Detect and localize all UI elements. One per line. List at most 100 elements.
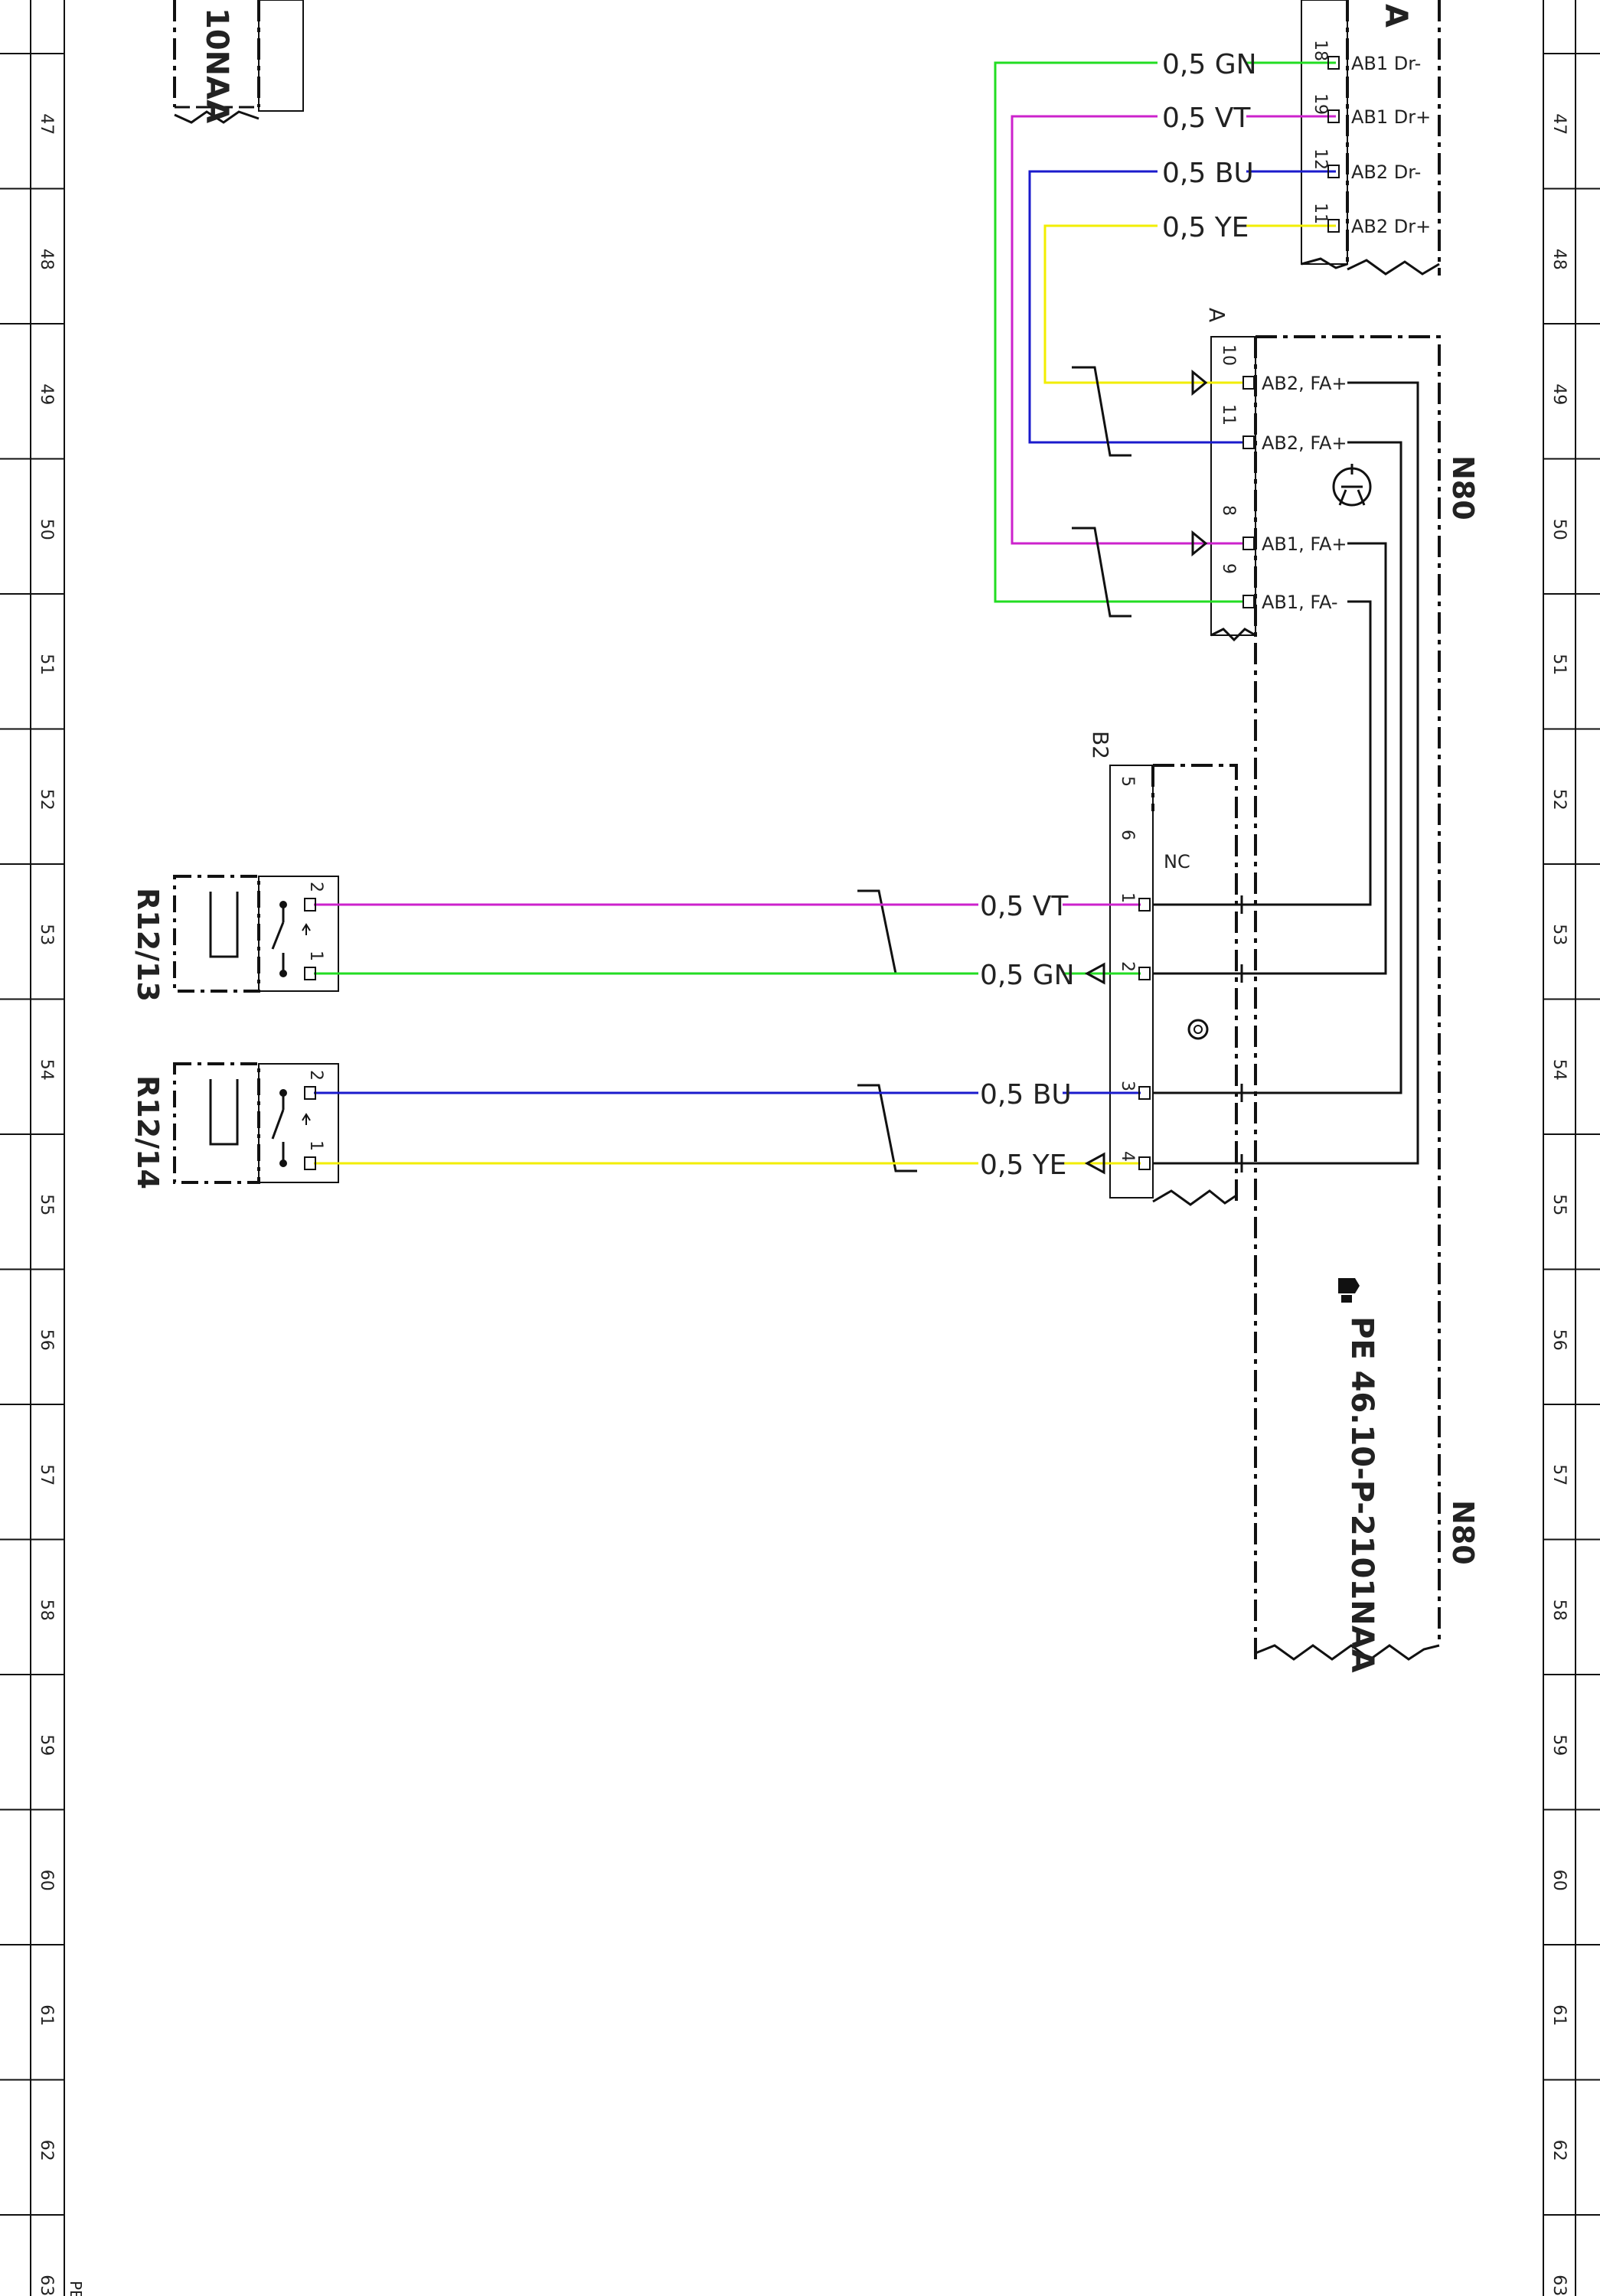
footer-text: PE 91 bbox=[67, 2281, 85, 2296]
connector-pin-number: 11 bbox=[1311, 203, 1330, 224]
wire-label: 0,5 YE bbox=[980, 1150, 1066, 1181]
pin-terminal bbox=[1327, 219, 1340, 233]
page-frame bbox=[30, 0, 1576, 2296]
ruler-number-left: 60 bbox=[37, 1870, 56, 1891]
top-wires bbox=[994, 61, 1336, 603]
signal-label: AB1, FA+ bbox=[1262, 533, 1347, 555]
ruler-number-left: 55 bbox=[37, 1194, 56, 1215]
pin-terminal bbox=[1138, 898, 1151, 912]
b2-arrows bbox=[1084, 962, 1105, 1175]
pin-terminal bbox=[1327, 56, 1340, 70]
pin-terminal bbox=[1327, 109, 1340, 123]
wire-label: 0,5 VT bbox=[980, 891, 1069, 922]
pin-terminal bbox=[1138, 1086, 1151, 1100]
pin-terminal bbox=[1242, 435, 1255, 449]
connector-a: A bbox=[1204, 308, 1256, 642]
ruler-number-left: 56 bbox=[37, 1329, 56, 1351]
switch-pin-number: 2 bbox=[306, 882, 325, 892]
switch-r12-14: R12/14 bbox=[131, 1062, 339, 1189]
connector-pin-number: 12 bbox=[1311, 148, 1330, 170]
ruler-number-right: 60 bbox=[1549, 1870, 1569, 1891]
connector-pin-number: 19 bbox=[1311, 93, 1330, 115]
reference-text: PE 46.10-P-2101NAA bbox=[1344, 1316, 1380, 1673]
connector-pin-number: 3 bbox=[1118, 1081, 1137, 1091]
wire-ye-top-b bbox=[1043, 224, 1244, 384]
connector-a-top-label: A bbox=[1378, 4, 1413, 28]
ruler-number-left: 49 bbox=[37, 383, 56, 405]
ruler-number-right: 62 bbox=[1549, 2140, 1569, 2161]
wire-gn-top-b bbox=[994, 61, 1244, 603]
ruler-number-left: 48 bbox=[37, 249, 56, 270]
ruler-number-right: 57 bbox=[1549, 1464, 1569, 1486]
connector-a-label: A bbox=[1204, 308, 1229, 322]
signal-label: AB1 Dr- bbox=[1351, 53, 1421, 74]
ruler-number-left: 58 bbox=[37, 1600, 56, 1621]
ruler-number-left: 57 bbox=[37, 1464, 56, 1486]
ruler-number-right: 61 bbox=[1549, 2004, 1569, 2026]
switch-pin-number: 2 bbox=[306, 1070, 325, 1081]
connector-a-arrows bbox=[1191, 369, 1208, 557]
wire-vt-top-b bbox=[1011, 115, 1244, 545]
ruler-number-right: 50 bbox=[1549, 519, 1569, 540]
nc-label: NC bbox=[1164, 851, 1190, 872]
signal-label: AB2 Dr- bbox=[1351, 161, 1421, 183]
ruler-ticks bbox=[0, 53, 1600, 2216]
pin-terminal bbox=[304, 1156, 316, 1170]
top-right-connector: A bbox=[1301, 0, 1441, 276]
connector-pin-number: 18 bbox=[1311, 40, 1330, 61]
ruler-number-left: 54 bbox=[37, 1059, 56, 1081]
wire-label: 0,5 GN bbox=[980, 960, 1075, 991]
ruler-number-right: 51 bbox=[1549, 654, 1569, 675]
wire-label: 0,5 BU bbox=[980, 1079, 1072, 1110]
partial-label-top-left: 10NAA bbox=[199, 8, 234, 123]
ruler-number-right: 58 bbox=[1549, 1600, 1569, 1621]
pin-terminal bbox=[304, 1086, 316, 1100]
connector-pin-number: 9 bbox=[1219, 563, 1238, 574]
ruler-number-left: 50 bbox=[37, 519, 56, 540]
ruler-number-right: 49 bbox=[1549, 383, 1569, 405]
connector-pin-number: 4 bbox=[1118, 1151, 1137, 1162]
ruler-number-right: 59 bbox=[1549, 1734, 1569, 1756]
partial-component-top-left: 10NAA bbox=[173, 0, 304, 124]
connector-pin-number: 1 bbox=[1118, 892, 1137, 903]
signal-label: AB1 Dr+ bbox=[1351, 106, 1431, 128]
connector-b2: B2 bbox=[1088, 731, 1238, 1206]
switch-r12-13: R12/13 bbox=[131, 875, 339, 1002]
pin-terminal bbox=[304, 898, 316, 912]
pin-terminal bbox=[1138, 1156, 1151, 1170]
wire-bu-top-b bbox=[1028, 170, 1244, 444]
wire-label: 0,5 YE bbox=[1162, 212, 1249, 243]
pointing-hand-icon bbox=[1338, 1278, 1360, 1303]
pin-terminal bbox=[1242, 376, 1255, 390]
signal-label: AB2 Dr+ bbox=[1351, 216, 1431, 237]
ruler-number-left: 53 bbox=[37, 924, 56, 945]
pin-terminal bbox=[1242, 536, 1255, 550]
ruler-number-right: 54 bbox=[1549, 1059, 1569, 1081]
bottom-wires bbox=[314, 903, 1141, 1165]
ruler-number-left: 59 bbox=[37, 1734, 56, 1756]
ruler-number-right: 48 bbox=[1549, 249, 1569, 270]
ruler-number-right: 55 bbox=[1549, 1194, 1569, 1215]
ruler-number-left: 62 bbox=[37, 2140, 56, 2161]
connector-pin-number: 8 bbox=[1219, 505, 1238, 516]
ruler-number-left: 51 bbox=[37, 654, 56, 675]
n80-label-lower: N80 bbox=[1446, 1500, 1480, 1565]
ruler-number-right: 52 bbox=[1549, 789, 1569, 810]
connector-pin-number: 5 bbox=[1118, 776, 1137, 787]
signal-label: AB2, FA+ bbox=[1262, 373, 1347, 394]
ruler-number-left: 52 bbox=[37, 789, 56, 810]
ruler-number-left: 47 bbox=[37, 113, 56, 135]
ruler-number-right: 47 bbox=[1549, 113, 1569, 135]
connector-b2-label: B2 bbox=[1088, 731, 1113, 759]
switch-pin-number: 1 bbox=[306, 951, 325, 961]
r12-13-label: R12/13 bbox=[131, 888, 165, 1002]
ruler-number-left: 63 bbox=[37, 2275, 56, 2296]
r12-14-label: R12/14 bbox=[131, 1075, 165, 1189]
